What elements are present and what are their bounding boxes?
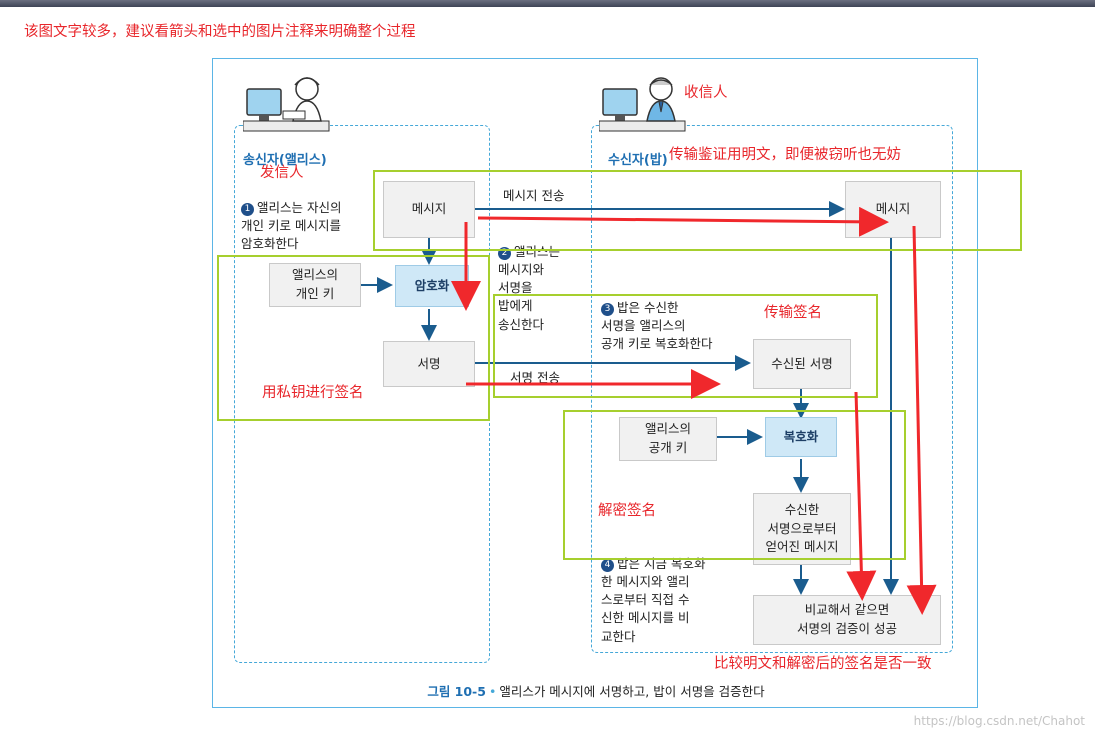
message-send-label: 메시지 전송 bbox=[503, 188, 565, 203]
annotation-sender: 发信人 bbox=[260, 165, 304, 181]
step1-desc: 앨리스는 자신의 개인 키로 메시지를 암호화한다 bbox=[241, 200, 342, 252]
receiver-person-icon bbox=[599, 77, 686, 132]
step3-number: 3 bbox=[601, 303, 614, 316]
annotation-transmit-signature: 传输签名 bbox=[764, 305, 822, 321]
step3-desc: 밥은 수신한 서명을 앨리스의 공개 키로 복호화한다 bbox=[601, 300, 713, 352]
top-banner-bar bbox=[0, 0, 1095, 7]
private-key-box: 앨리스의 개인 키 bbox=[269, 263, 361, 307]
red-arrow-plaintext bbox=[906, 225, 937, 615]
step1-number: 1 bbox=[241, 203, 254, 216]
red-arrow-decrypted bbox=[846, 391, 877, 601]
highlight-signature-transmission bbox=[493, 294, 878, 398]
caption-number: 그림 10-5 bbox=[427, 684, 486, 699]
message-box-sender: 메시지 bbox=[383, 181, 475, 238]
annotation-receiver: 收信人 bbox=[684, 85, 728, 101]
signature-send-label: 서명 전송 bbox=[510, 370, 560, 385]
receiver-label: 수신자(밥) bbox=[608, 153, 668, 168]
receiver-panel bbox=[591, 125, 953, 653]
watermark: https://blog.csdn.net/Chahot bbox=[913, 714, 1085, 728]
figure-caption: 그림 10-5•앨리스가 메시지에 서명하고, 밥이 서명을 검증한다 bbox=[427, 684, 765, 699]
received-signature-box: 수신된 서명 bbox=[753, 339, 851, 389]
flow-arrows bbox=[361, 201, 899, 595]
step2-desc: 앨리스는 메시지와 서명을 밥에게 송신한다 bbox=[498, 244, 561, 332]
annotation-decrypt-signature: 解密签名 bbox=[598, 503, 656, 519]
sender-label: 송신자(앨리스) bbox=[243, 153, 327, 168]
highlight-decryption bbox=[563, 410, 906, 560]
public-key-box: 앨리스의 공개 키 bbox=[619, 417, 717, 461]
decrypt-box: 복호화 bbox=[765, 417, 837, 457]
annotation-compare: 比较明文和解密后的签名是否一致 bbox=[714, 656, 932, 672]
highlight-signing bbox=[217, 255, 490, 421]
signature-box: 서명 bbox=[383, 341, 475, 387]
header-note: 该图文字较多，建议看箭头和选中的图片注释来明确整个过程 bbox=[24, 24, 416, 40]
step4-number: 4 bbox=[601, 559, 614, 572]
result-box: 비교해서 같으면 서명의 검증이 성공 bbox=[753, 595, 941, 645]
annotation-private-key-sign: 用私钥进行签名 bbox=[262, 385, 364, 401]
caption-text: 앨리스가 메시지에 서명하고, 밥이 서명을 검증한다 bbox=[499, 684, 765, 699]
red-arrow-message bbox=[477, 206, 889, 237]
sender-person-icon bbox=[243, 77, 330, 132]
highlight-plaintext-transmission bbox=[373, 170, 1022, 251]
annotation-transmit-plaintext: 传输鉴证用明文，即便被窃听也无妨 bbox=[669, 147, 901, 163]
decrypted-message-box: 수신한 서명으로부터 얻어진 메시지 bbox=[753, 493, 851, 565]
